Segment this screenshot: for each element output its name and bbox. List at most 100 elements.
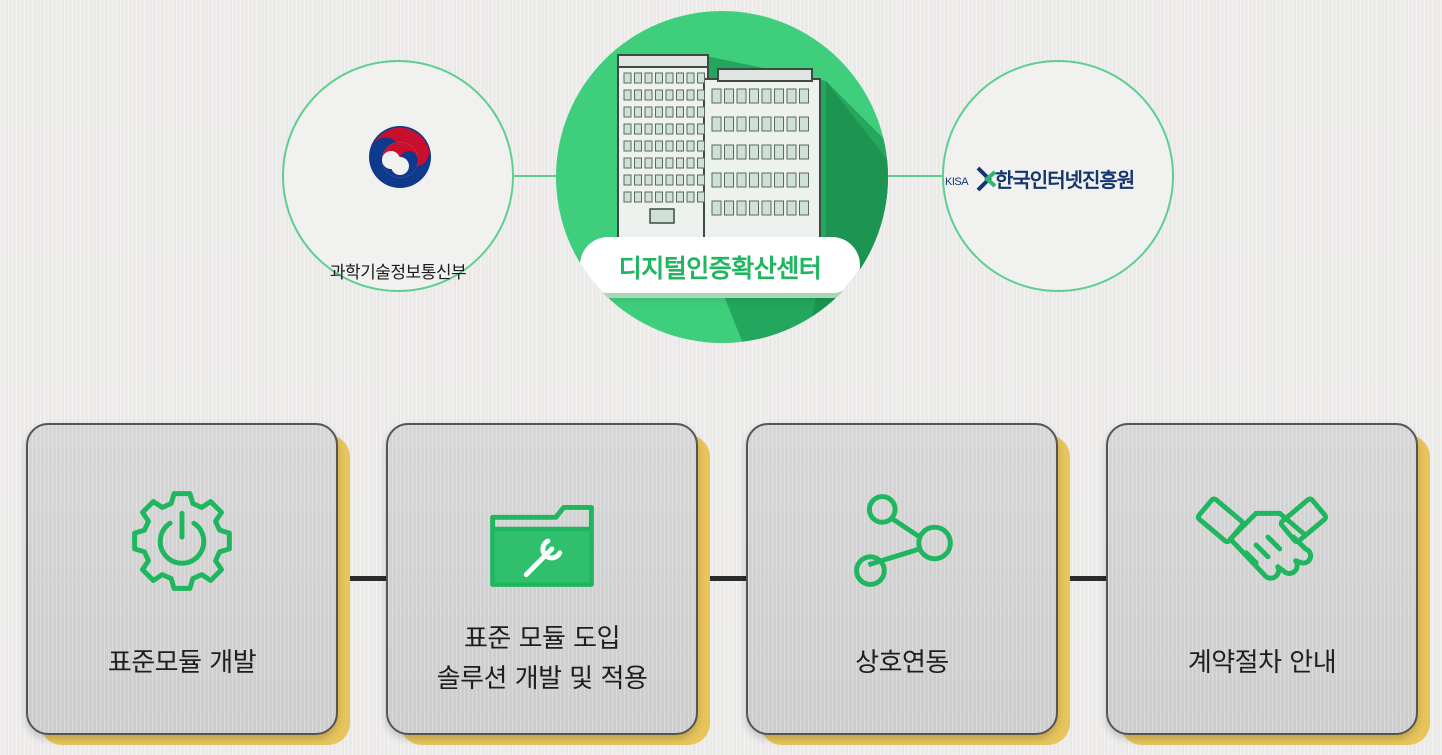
gear-power-icon [132,491,232,591]
building-window [655,123,663,135]
building-window [676,72,684,84]
kisa-circle [942,60,1174,292]
building-window [686,140,695,152]
building-window [774,144,784,160]
card-4-label: 계약절차 안내 [1187,648,1337,678]
building-window [665,123,674,135]
card-1-label: 표준모듈 개발 [107,648,257,678]
building-window [774,172,784,188]
building-window [644,89,653,101]
kisa-name: 한국인터넷진흥원 [995,168,1135,192]
card-link-line-1 [340,576,390,581]
building-window [655,72,663,84]
card-link-line-2 [700,576,750,581]
building-window [655,157,663,169]
building-window [711,88,722,104]
building-window [749,116,759,132]
building-window [623,157,632,169]
building-window [665,106,674,118]
building-window [634,191,642,203]
building-window [774,88,784,104]
building-window [711,116,722,132]
building-window [786,88,797,104]
card-2-label-line1: 표준 모듈 도입 [463,624,621,654]
building-window [623,106,632,118]
building-window [665,174,674,186]
building-window [724,88,734,104]
building-window [623,191,632,203]
card-contract-guide[interactable]: 계약절차 안내 [1106,423,1418,735]
msit-circle: 과학기술정보통신부 [282,60,514,292]
building-window [676,123,684,135]
building-window [697,191,705,203]
building-window [676,140,684,152]
building-window [749,200,759,216]
building-icon [617,54,888,343]
building-window [665,72,674,84]
building-window [749,144,759,160]
msit-name: 과학기술정보통신부 [329,263,467,283]
building-window [686,72,695,84]
building-window [644,106,653,118]
card-standard-module[interactable]: 표준모듈 개발 [26,423,338,735]
building-window [799,172,809,188]
building-window [634,106,642,118]
building-window [761,144,772,160]
building-window [686,106,695,118]
building-window [724,116,734,132]
building-window [697,174,705,186]
connector-left [512,175,562,177]
card-interoperability[interactable]: 상호연동 [746,423,1058,735]
building-window [686,174,695,186]
building-window [761,200,772,216]
building-window [697,140,705,152]
handshake-icon [1195,496,1329,581]
building-window [686,123,695,135]
building-window [724,144,734,160]
building-window [736,200,747,216]
building-window [655,191,663,203]
building-window [786,144,797,160]
building-window [697,89,705,101]
building-window [644,72,653,84]
building-window [711,144,722,160]
building-window [697,106,705,118]
building-window [676,174,684,186]
building-window [676,191,684,203]
kisa-mark-icon [976,166,997,192]
building-window [623,123,632,135]
building-window [724,172,734,188]
card-3-label: 상호연동 [855,648,949,678]
building-window [665,191,674,203]
card-2-label-line2: 솔루션 개발 및 적용 [436,664,648,694]
building-window [634,174,642,186]
building-window [697,157,705,169]
building-window [634,72,642,84]
building-window [644,157,653,169]
building-window [761,116,772,132]
building-window [786,172,797,188]
building-window [697,72,705,84]
building-window [623,89,632,101]
building-window [634,89,642,101]
building-window [665,89,674,101]
building-window [644,174,653,186]
building-window [623,72,632,84]
kisa-logo: KISA 한국인터넷진흥원 [945,164,1145,194]
building-window [665,157,674,169]
building-window [724,200,734,216]
building-window [749,172,759,188]
share-icon [854,494,953,587]
building-window [665,140,674,152]
card-module-adoption[interactable]: 표준 모듈 도입 솔루션 개발 및 적용 [386,423,698,735]
building-window [774,200,784,216]
building-window [644,191,653,203]
building-window [786,116,797,132]
building-window [655,140,663,152]
building-window [644,140,653,152]
building-window [655,89,663,101]
building-window [711,172,722,188]
building-window [686,157,695,169]
center-circle: 디지털인증확산센터 [556,11,888,343]
building-window [634,123,642,135]
